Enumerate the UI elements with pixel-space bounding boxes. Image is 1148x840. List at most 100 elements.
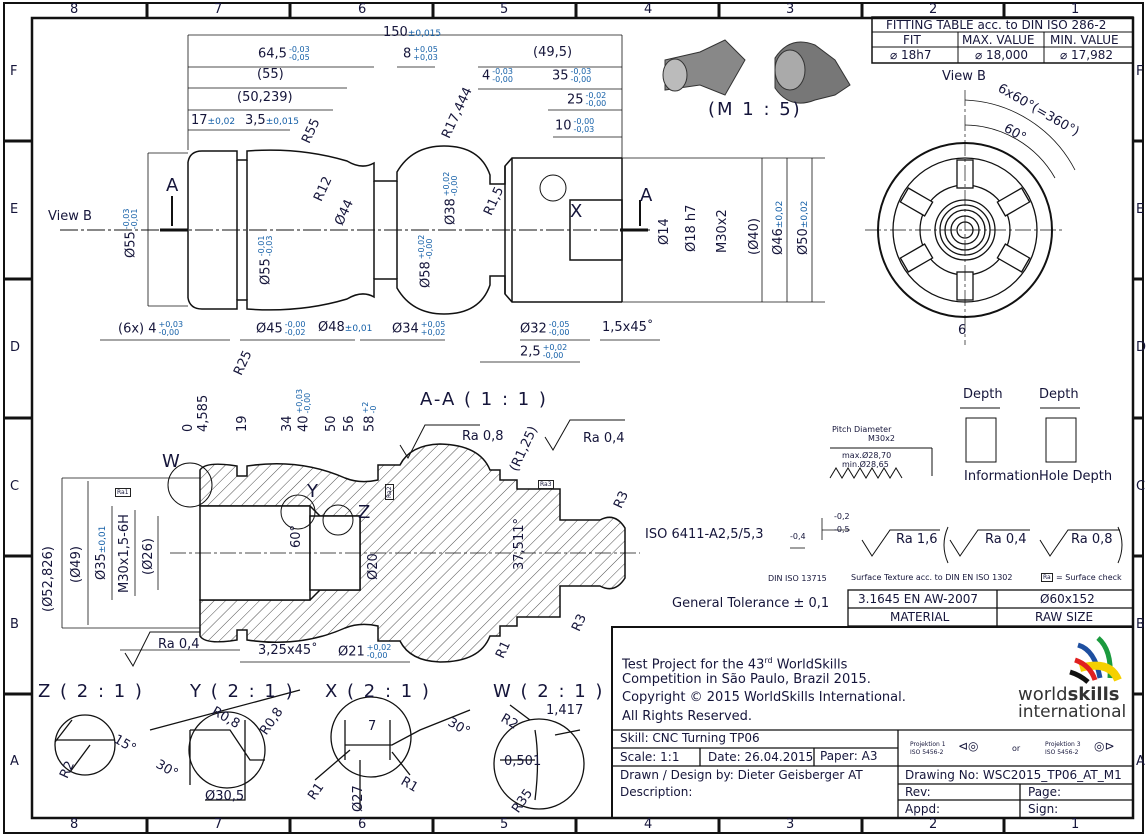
ordinate-58: 58+2-0 (361, 401, 378, 432)
section-marker-a-left: A (166, 175, 181, 196)
zone-col-2: 2 (929, 2, 938, 17)
edge-minus-0-2: -0,2 (834, 512, 850, 521)
roughness-ra-0-4: Ra 0,4 (583, 431, 625, 446)
dim-d40: (Ø40) (747, 218, 762, 255)
dim-3-5: 3,5±0,015 (245, 113, 299, 128)
title-block-lines (611, 589, 1134, 819)
roughness-ra-0-8-note: Ra 0,8 (1071, 532, 1113, 547)
detail-views (54, 689, 585, 810)
projection-1-label: Projektion 1 (910, 741, 946, 748)
appd: Appd: (905, 802, 941, 816)
zone-row-b: B (10, 617, 19, 632)
3d-render-images (662, 39, 851, 104)
material-label: MATERIAL (890, 610, 950, 624)
dim-d34: Ø34+0,05+0,02 (392, 320, 446, 337)
roughness-ra-0-4-bottom: Ra 0,4 (158, 637, 200, 652)
zone-col-5: 5 (500, 2, 509, 17)
surface-check-symbol: Ra (1041, 573, 1053, 582)
ordinate-34: 34 (280, 415, 295, 432)
edge-standard: DIN ISO 13715 (768, 574, 827, 583)
dim-17: 17±0,02 (191, 113, 236, 128)
skill: Skill: CNC Turning TP06 (620, 731, 760, 745)
view-b-arrow-label: View B (48, 209, 92, 224)
dim-d49: (Ø49) (69, 546, 84, 583)
zone-col-8: 8 (70, 2, 79, 17)
view-b-drawing (865, 90, 1076, 345)
view-b-title: View B (942, 69, 986, 84)
detail-w-depth: 0,501 (504, 754, 542, 769)
dim-d50: Ø50±0,02 (796, 200, 811, 255)
depth-label-info: Depth (963, 387, 1003, 402)
project-text-line-4: All Rights Reserved. (622, 709, 753, 724)
depth-caption-info: Information (964, 469, 1040, 484)
project-text-line-1: Test Project for the 43rd WorldSkills (622, 656, 848, 673)
zone-row-e: E (10, 202, 19, 217)
view-b-slot-width: 6 (958, 323, 967, 338)
ordinate-50: 50 (324, 415, 339, 432)
dim-d52-826: (Ø52,826) (41, 546, 56, 612)
dim-d55-mid: Ø55-0,01-0,03 (257, 235, 274, 285)
zone-row-d: D (10, 340, 21, 355)
dim-64-5: 64,5-0,03-0,05 (258, 45, 310, 62)
zone-row-b-right: B (1136, 617, 1145, 632)
fitting-header-max: MAX. VALUE (962, 33, 1035, 47)
detail-x-diameter: Ø27 (351, 785, 366, 812)
projection-3-icon: ◎⊳ (1094, 739, 1115, 753)
detail-marker-y: Y (307, 481, 320, 502)
surface-check-ra1: Ra1 (115, 488, 131, 497)
description: Description: (620, 785, 693, 799)
dim-25: 25-0,02-0,00 (567, 91, 607, 108)
fitting-fit-value: ⌀ 18h7 (890, 48, 932, 62)
zone-col-5-bottom: 5 (500, 817, 509, 832)
zone-col-3: 3 (786, 2, 795, 17)
surface-check-ra3: Ra3 (538, 480, 554, 489)
pitch-thread: M30x2 (868, 434, 895, 443)
zone-row-c: C (10, 479, 20, 494)
edge-minus-0-5: -0,5 (834, 525, 850, 534)
zone-row-a: A (10, 754, 19, 769)
depth-label-hole: Depth (1039, 387, 1079, 402)
logo-text-international: international (1018, 702, 1127, 722)
project-text-line-3: Copyright © 2015 WorldSkills Internation… (622, 690, 906, 705)
zone-col-7-bottom: 7 (214, 817, 223, 832)
dim-35: 35-0,03-0,00 (552, 67, 592, 84)
fitting-header-fit: FIT (903, 33, 921, 47)
ordinate-19: 19 (235, 415, 250, 432)
raw-size-value: Ø60x152 (1040, 592, 1095, 606)
roughness-ra-0-8: Ra 0,8 (462, 429, 504, 444)
angle-37-511: 37,511° (512, 518, 527, 570)
fitting-table-title: FITTING TABLE acc. to DIN ISO 286-2 (886, 18, 1107, 32)
zone-col-2-bottom: 2 (929, 817, 938, 832)
detail-z-title: Z ( 2 : 1 ) (38, 681, 144, 702)
material-value: 3.1645 EN AW-2007 (858, 592, 978, 606)
angle-60: 60° (289, 524, 304, 548)
dim-d46: Ø46±0,02 (771, 200, 786, 255)
projection-3-label: Projektion 3 (1045, 741, 1081, 748)
project-text-line-2: Competition in São Paulo, Brazil 2015. (622, 672, 871, 687)
dim-m30x2: M30x2 (715, 209, 730, 253)
section-a-a (167, 443, 640, 663)
dim-d48: Ø48±0,01 (318, 320, 373, 335)
ordinate-40: 40+0,03-0,00 (295, 388, 312, 432)
zone-row-f-right: F (1136, 64, 1144, 79)
fitting-min-value: ⌀ 17,982 (1060, 48, 1114, 62)
general-tolerance: General Tolerance ± 0,1 (672, 596, 830, 611)
dim-8: 8+0,05+0,03 (403, 45, 438, 62)
thread-m30x1-5: M30x1,5-6H (117, 514, 132, 593)
ordinate-4-585: 4,585 (196, 394, 211, 432)
logo-text: worldskills (1018, 684, 1120, 705)
surface-texture-note: Surface Texture acc. to DIN EN ISO 1302 (851, 573, 1013, 582)
ordinate-0: 0 (181, 423, 196, 432)
drawn-by: Drawn / Design by: Dieter Geisberger AT (620, 768, 863, 782)
dim-d20: Ø20 (366, 553, 381, 580)
detail-y-title: Y ( 2 : 1 ) (190, 681, 295, 702)
page: Page: (1028, 785, 1062, 799)
dim-chamfer-1-5: 1,5x45˚ (602, 320, 654, 335)
dim-55: (55) (257, 67, 284, 82)
dim-2-5: 2,5+0,02-0,00 (520, 343, 568, 360)
zone-col-4-bottom: 4 (644, 817, 653, 832)
surface-check-ra2: Ra2 (385, 484, 394, 500)
worldskills-logo (1069, 636, 1122, 684)
rev: Rev: (905, 785, 931, 799)
dim-d45: Ø45-0,00-0,02 (256, 320, 306, 337)
